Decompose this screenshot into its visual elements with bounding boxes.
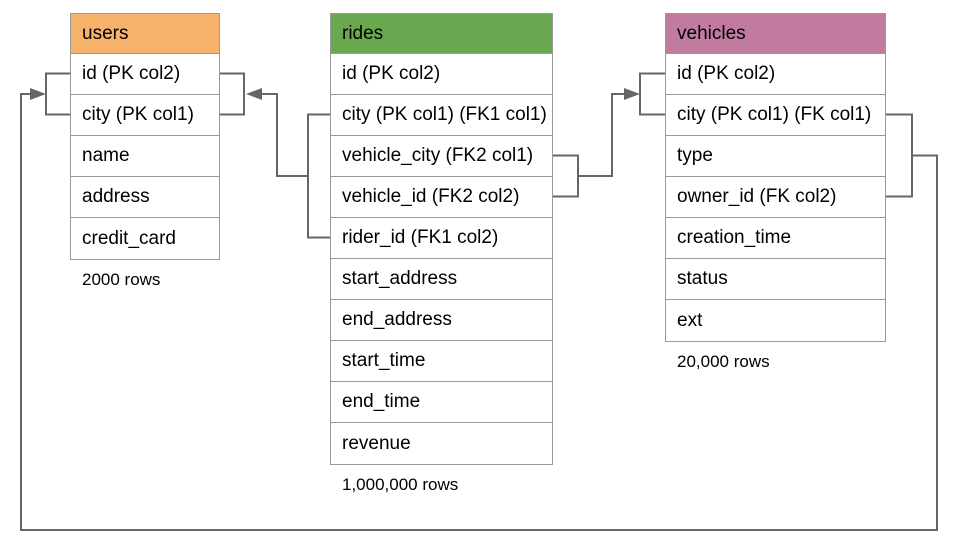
arrow-head-icon [246,88,262,100]
rides-row-count: 1,000,000 rows [342,475,459,494]
table-column-row: creation_time [666,218,885,259]
table-column-row: vehicle_city (FK2 col1) [331,136,552,177]
table-column-row: name [71,136,219,177]
rides-table: rides id (PK col2)city (PK col1) (FK1 co… [330,13,553,495]
table-column-row: city (PK col1) (FK1 col1) [331,95,552,136]
relationship-rides-users [220,72,330,239]
table-column-row: id (PK col2) [71,54,219,95]
table-column-row: city (PK col1) (FK col1) [666,95,885,136]
users-pk-right-bracket [220,72,245,116]
table-column-row: credit_card [71,218,219,259]
rides-users-connector-line [262,93,308,177]
vehicles-fk-bracket [886,113,913,198]
table-column-row: id (PK col2) [666,54,885,95]
table-column-row: vehicle_id (FK2 col2) [331,177,552,218]
table-column-row: owner_id (FK col2) [666,177,885,218]
rides-fk1-bracket [307,113,330,239]
rides-fk2-bracket [553,154,579,198]
table-column-row: city (PK col1) [71,95,219,136]
arrow-head-icon [30,88,46,100]
vehicles-table: vehicles id (PK col2)city (PK col1) (FK … [665,13,886,372]
vehicles-pk-left-bracket [639,72,665,116]
table-column-row: ext [666,300,885,341]
table-column-row: revenue [331,423,552,464]
vehicles-table-rows: id (PK col2)city (PK col1) (FK col1)type… [666,54,885,341]
table-column-row: rider_id (FK1 col2) [331,218,552,259]
table-column-row: start_address [331,259,552,300]
users-table-header: users [71,14,219,54]
table-column-row: type [666,136,885,177]
rides-vehicles-connector-line [578,93,624,177]
rides-table-box: rides id (PK col2)city (PK col1) (FK1 co… [330,13,553,465]
table-column-row: end_time [331,382,552,423]
rides-table-rows: id (PK col2)city (PK col1) (FK1 col1)veh… [331,54,552,464]
rides-table-header: rides [331,14,552,54]
arrow-head-icon [624,88,640,100]
table-column-row: address [71,177,219,218]
table-column-row: status [666,259,885,300]
table-column-row: end_address [331,300,552,341]
vehicles-row-count: 20,000 rows [677,352,770,371]
table-column-row: start_time [331,341,552,382]
table-column-row: id (PK col2) [331,54,552,95]
relationship-rides-vehicles [553,72,665,198]
vehicles-table-box: vehicles id (PK col2)city (PK col1) (FK … [665,13,886,342]
vehicles-table-header: vehicles [666,14,885,54]
users-row-count: 2000 rows [82,270,161,289]
users-pk-left-bracket [45,72,70,116]
